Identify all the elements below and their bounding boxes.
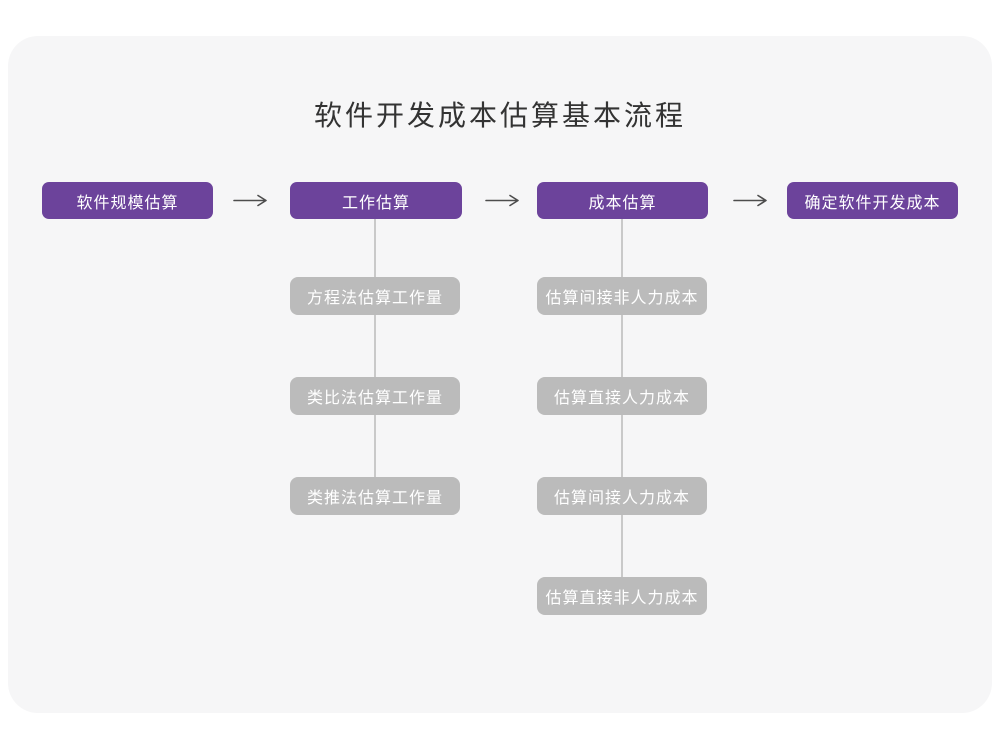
flow-step-label: 工作估算 bbox=[341, 194, 410, 212]
flow-step-cost-estimation: 成本估算 bbox=[537, 182, 708, 219]
cost-item-indirect-non-labor: 估算间接非人力成本 bbox=[537, 277, 707, 315]
work-method-label: 类推法估算工作量 bbox=[306, 490, 443, 507]
diagram-card bbox=[8, 36, 992, 713]
flow-step-label: 软件规模估算 bbox=[76, 194, 179, 212]
vertical-connector-line-work bbox=[374, 219, 376, 477]
flow-step-software-scale-estimation: 软件规模估算 bbox=[42, 182, 213, 219]
flow-step-label: 确定软件开发成本 bbox=[804, 194, 941, 212]
cost-item-indirect-labor: 估算间接人力成本 bbox=[537, 477, 707, 515]
flow-step-work-estimation: 工作估算 bbox=[290, 182, 462, 219]
arrow-right-icon bbox=[233, 194, 267, 207]
cost-item-direct-non-labor: 估算直接非人力成本 bbox=[537, 577, 707, 615]
flow-step-label: 成本估算 bbox=[588, 194, 657, 212]
cost-item-direct-labor: 估算直接人力成本 bbox=[537, 377, 707, 415]
arrow-right-icon bbox=[485, 194, 519, 207]
arrow-right-icon bbox=[733, 194, 767, 207]
flow-step-determine-development-cost: 确定软件开发成本 bbox=[787, 182, 958, 219]
cost-item-label: 估算直接非人力成本 bbox=[545, 590, 699, 607]
work-method-analogy: 类比法估算工作量 bbox=[290, 377, 460, 415]
work-method-label: 类比法估算工作量 bbox=[306, 390, 443, 407]
diagram-title: 软件开发成本估算基本流程 bbox=[313, 100, 686, 131]
work-method-equation: 方程法估算工作量 bbox=[290, 277, 460, 315]
cost-item-label: 估算间接非人力成本 bbox=[545, 290, 699, 307]
work-method-label: 方程法估算工作量 bbox=[306, 290, 443, 307]
work-method-extrapolation: 类推法估算工作量 bbox=[290, 477, 460, 515]
cost-item-label: 估算间接人力成本 bbox=[553, 490, 690, 507]
cost-item-label: 估算直接人力成本 bbox=[553, 390, 690, 407]
